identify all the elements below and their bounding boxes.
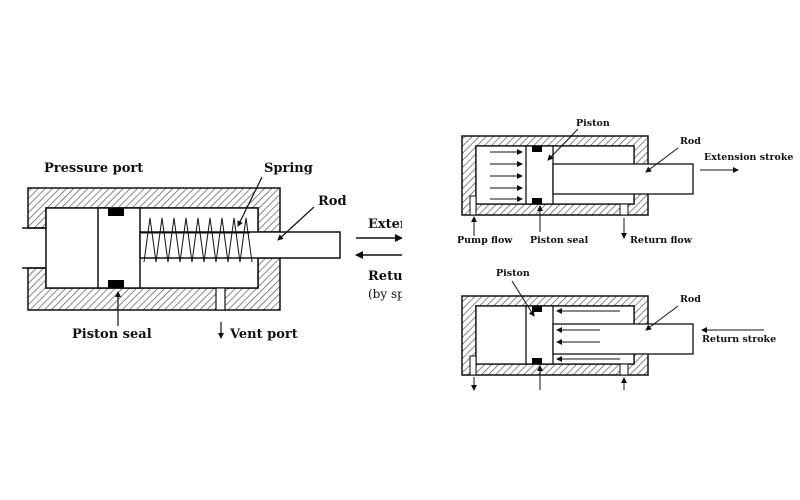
rod-label-bottom: Rod — [680, 294, 701, 305]
vent-port — [215, 287, 226, 311]
return-flow-label: Return flow — [630, 235, 693, 246]
piston — [97, 207, 141, 289]
extension-label: Exten — [368, 217, 410, 232]
single-acting-cylinder: Pressure port Spring Rod Piston seal Ven… — [22, 161, 442, 342]
extension-stroke-diagram: Piston Rod Extension stroke Pump flow Pi… — [457, 118, 793, 246]
by-spring-label: (by sp — [368, 287, 405, 301]
return-stroke-label: Return stroke — [702, 334, 776, 345]
rod-bottom — [552, 323, 694, 355]
piston-top — [525, 145, 554, 205]
piston-seal-label: Piston seal — [72, 327, 152, 342]
pressure-port-label: Pressure port — [44, 161, 143, 176]
piston-bottom — [525, 305, 554, 365]
extension-stroke-label: Extension stroke — [704, 152, 793, 163]
spring-label: Spring — [264, 161, 313, 176]
piston-seal-top — [108, 208, 124, 216]
rod-top — [552, 163, 694, 195]
piston-label-top: Piston — [576, 118, 610, 129]
spring-coil — [143, 217, 253, 263]
return-stroke-diagram: Piston Rod Return stroke — [461, 268, 776, 391]
vent-port-label: Vent port — [229, 327, 298, 342]
return-label: Retur — [368, 269, 410, 284]
rod-label-top: Rod — [680, 136, 701, 147]
pump-flow-label: Pump flow — [457, 235, 513, 246]
piston-seal-bottom — [108, 280, 124, 288]
rod-label: Rod — [318, 194, 347, 209]
piston-label-bottom: Piston — [496, 268, 530, 279]
piston-seal-label-top: Piston seal — [530, 235, 589, 246]
